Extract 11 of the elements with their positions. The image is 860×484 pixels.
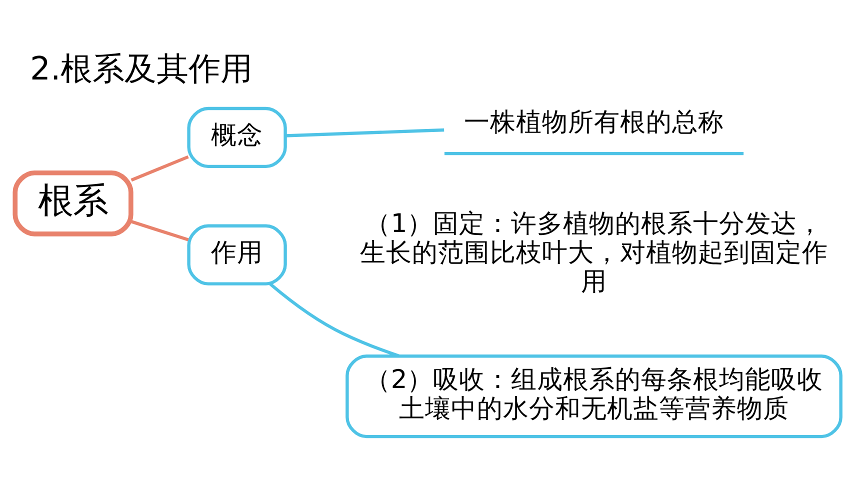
diagram-title: 2.根系及其作用 [30,50,253,88]
node-box: 根系 [12,170,134,236]
connector [286,128,444,138]
connector [269,282,400,358]
label: （1）固定：许多植物的根系十分发达，生长的范围比枝叶大，对植物起到固定作用 [360,209,828,297]
node-box: （2）吸收：组成根系的每条根均能吸收土壤中的水分和无机盐等营养物质 [346,354,842,438]
node-box: 概念 [187,106,287,168]
node-box: 作用 [187,224,287,286]
node-text: 一株植物所有根的总称 [464,108,724,138]
connector [130,155,189,182]
connector [130,220,189,242]
